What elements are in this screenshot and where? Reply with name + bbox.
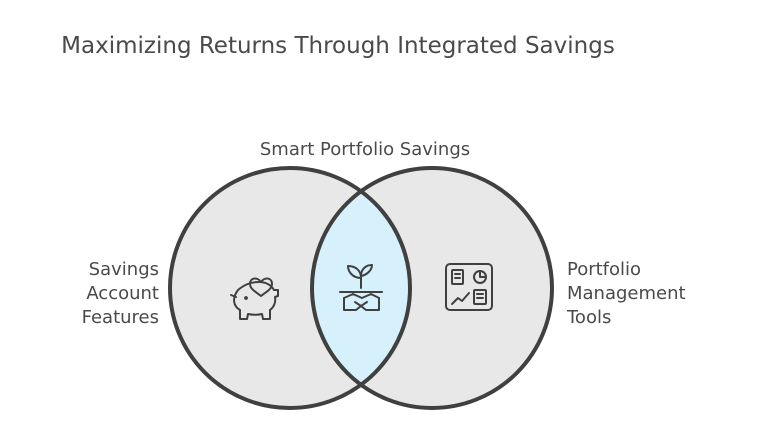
right-set-label-line: Portfolio: [567, 259, 642, 280]
left-set-label: Savings Account Features: [40, 258, 159, 330]
right-set-label: Portfolio Management Tools: [567, 258, 747, 330]
left-set-label-line: Savings: [88, 259, 159, 280]
right-set-label-line: Tools: [567, 307, 612, 328]
left-set-label-line: Features: [81, 307, 159, 328]
piggy-bank-heart-icon: [230, 277, 279, 320]
dashboard-chart-icon: [445, 263, 493, 311]
sprout-handshake-icon: [339, 264, 383, 311]
left-set-label-line: Account: [86, 283, 159, 304]
intersection-area: [312, 168, 410, 408]
right-set-outline: [310, 166, 554, 410]
right-set-label-line: Management: [567, 283, 686, 304]
diagram-title: Maximizing Returns Through Integrated Sa…: [61, 33, 615, 59]
intersection-label: Smart Portfolio Savings: [259, 139, 471, 160]
left-set-outline: [168, 166, 412, 410]
